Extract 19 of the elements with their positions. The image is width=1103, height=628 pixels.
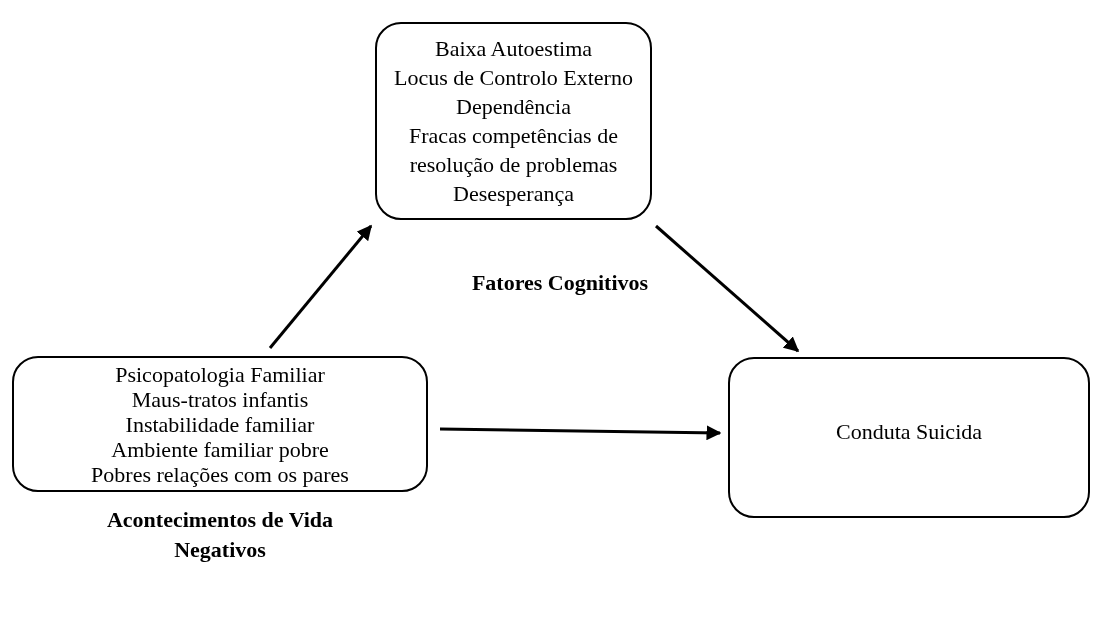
node-text: Maus-tratos infantis xyxy=(131,386,309,412)
arrow xyxy=(439,425,722,441)
group-heading: Fatores Cognitivos xyxy=(470,269,650,297)
node-text: Ambiente familiar pobre xyxy=(111,436,329,462)
node-text: Psicopatologia Familiar xyxy=(115,361,325,387)
node-text: Instabilidade familiar xyxy=(125,411,315,437)
node-text: Dependência xyxy=(456,93,571,121)
group-heading: Acontecimentos de Vida Negativos xyxy=(105,506,335,564)
rounded-box xyxy=(12,356,428,492)
node-text: Locus de Controlo Externo xyxy=(394,64,633,92)
arrow xyxy=(268,224,373,349)
node-text: Baixa Autoestima xyxy=(435,35,592,63)
node-text: Fracas competências de resolução de problemas xyxy=(408,122,619,179)
node-text: Pobres relações com os pares xyxy=(91,461,349,487)
rounded-box xyxy=(728,357,1090,518)
node-text: Conduta Suicida xyxy=(835,418,982,446)
rounded-box xyxy=(375,22,652,220)
arrow xyxy=(655,224,800,353)
node-text: Desesperança xyxy=(453,180,574,208)
